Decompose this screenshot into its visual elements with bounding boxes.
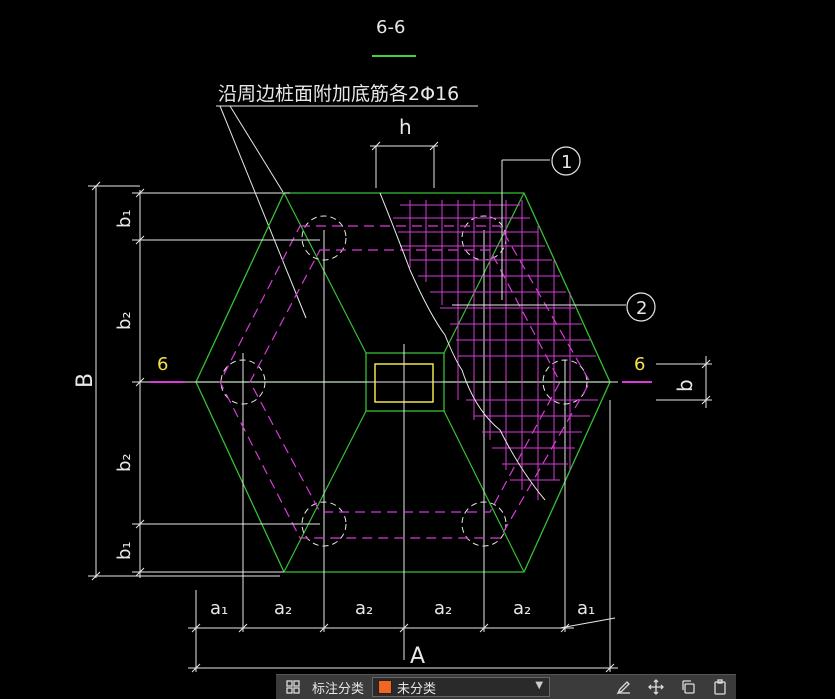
dim-b-label: b [673, 379, 697, 392]
cut-mark-left: 6 [157, 354, 168, 375]
center-lines [186, 230, 618, 660]
category-select[interactable]: 未分类 ▼ [372, 677, 551, 697]
dim-h [370, 141, 439, 188]
category-color-swatch [378, 680, 393, 694]
dim-left-chain [88, 181, 320, 581]
dim-a2-3: a₂ [434, 598, 452, 619]
annotation-toolbar: 标注分类 未分类 ▼ [276, 674, 736, 699]
bottom-rebar-mesh [393, 200, 598, 500]
chevron-down-icon: ▼ [535, 680, 544, 691]
callout-2-label: 2 [636, 298, 647, 319]
paste-icon[interactable] [704, 676, 736, 698]
callout-2-circle [626, 292, 656, 322]
dim-b1-top: b₁ [114, 209, 135, 228]
category-value: 未分类 [397, 681, 437, 697]
dim-b2-bottom: b₂ [114, 453, 135, 472]
move-icon[interactable] [640, 676, 672, 698]
edit-icon[interactable] [608, 676, 640, 698]
category-label: 标注分类 [312, 681, 365, 697]
dim-B-label: B [73, 373, 98, 388]
dim-a1-right: a₁ [577, 598, 595, 619]
callout-1-label: 1 [561, 152, 572, 173]
dim-a2-1: a₂ [274, 598, 292, 619]
dim-b2-top: b₂ [114, 311, 135, 330]
dim-a1-left: a₁ [210, 598, 228, 619]
dim-h-label: h [399, 115, 412, 139]
layers-icon[interactable] [282, 676, 304, 698]
dim-a2-4: a₂ [513, 598, 531, 619]
cut-mark-right: 6 [634, 354, 645, 375]
leader-note-text: 沿周边桩面附加底筋各2Φ16 [218, 83, 459, 105]
dim-b1-bottom: b₁ [114, 541, 135, 560]
dim-A-label: A [410, 644, 425, 669]
dim-a2-2: a₂ [355, 598, 373, 619]
leader-line-2 [229, 105, 284, 193]
break-line [379, 192, 546, 501]
callout-1-circle [551, 146, 581, 176]
dim-b-right [656, 356, 712, 408]
section-title: 6-6 [376, 17, 405, 38]
dim-bottom-chain [188, 400, 618, 673]
copy-icon[interactable] [672, 676, 704, 698]
leader-line-1 [219, 105, 307, 319]
